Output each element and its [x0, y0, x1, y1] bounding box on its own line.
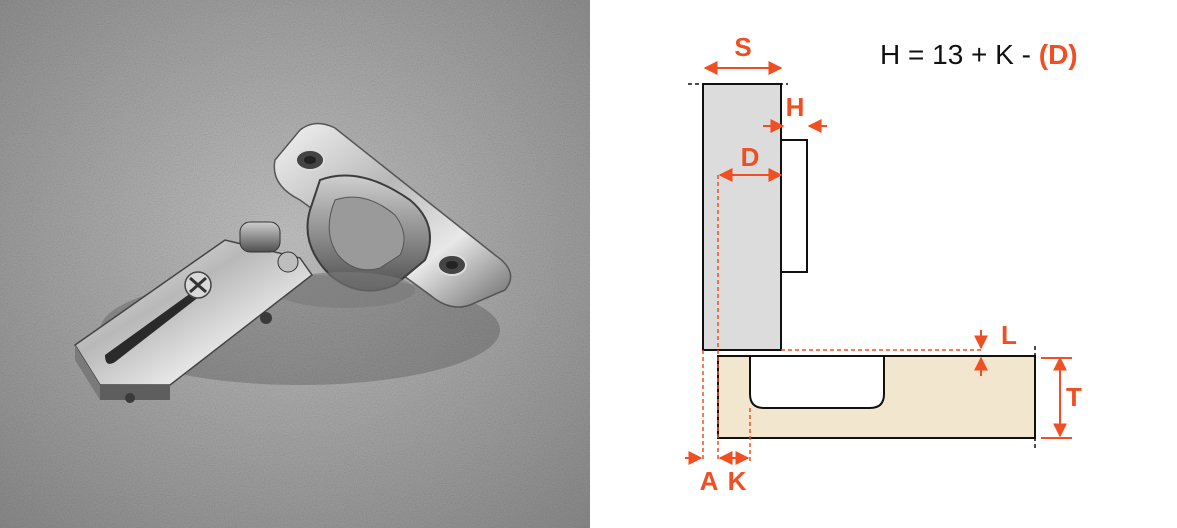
- hinge-cup-plate: [273, 122, 512, 308]
- label-d: D: [741, 142, 760, 172]
- hinge-arm: [73, 221, 314, 403]
- formula: H = 13 + K - (D): [880, 39, 1078, 70]
- formula-text: H = 13 + K -: [880, 39, 1039, 70]
- label-l: L: [1001, 320, 1017, 350]
- label-t: T: [1066, 382, 1082, 412]
- reference-lines: [688, 83, 1036, 462]
- dimension-diagram: S H D L T A K H = 13 + K - (D): [685, 32, 1082, 496]
- cup-bore: [749, 355, 885, 409]
- mounting-plate: [780, 139, 808, 273]
- hinge-photo: [0, 0, 590, 528]
- label-h: H: [786, 92, 805, 122]
- door-panel: [702, 83, 782, 351]
- label-k: K: [728, 466, 747, 496]
- label-a: A: [700, 466, 719, 496]
- formula-highlight: (D): [1039, 39, 1078, 70]
- label-s: S: [734, 32, 751, 62]
- dimension-arrows: [685, 61, 1072, 465]
